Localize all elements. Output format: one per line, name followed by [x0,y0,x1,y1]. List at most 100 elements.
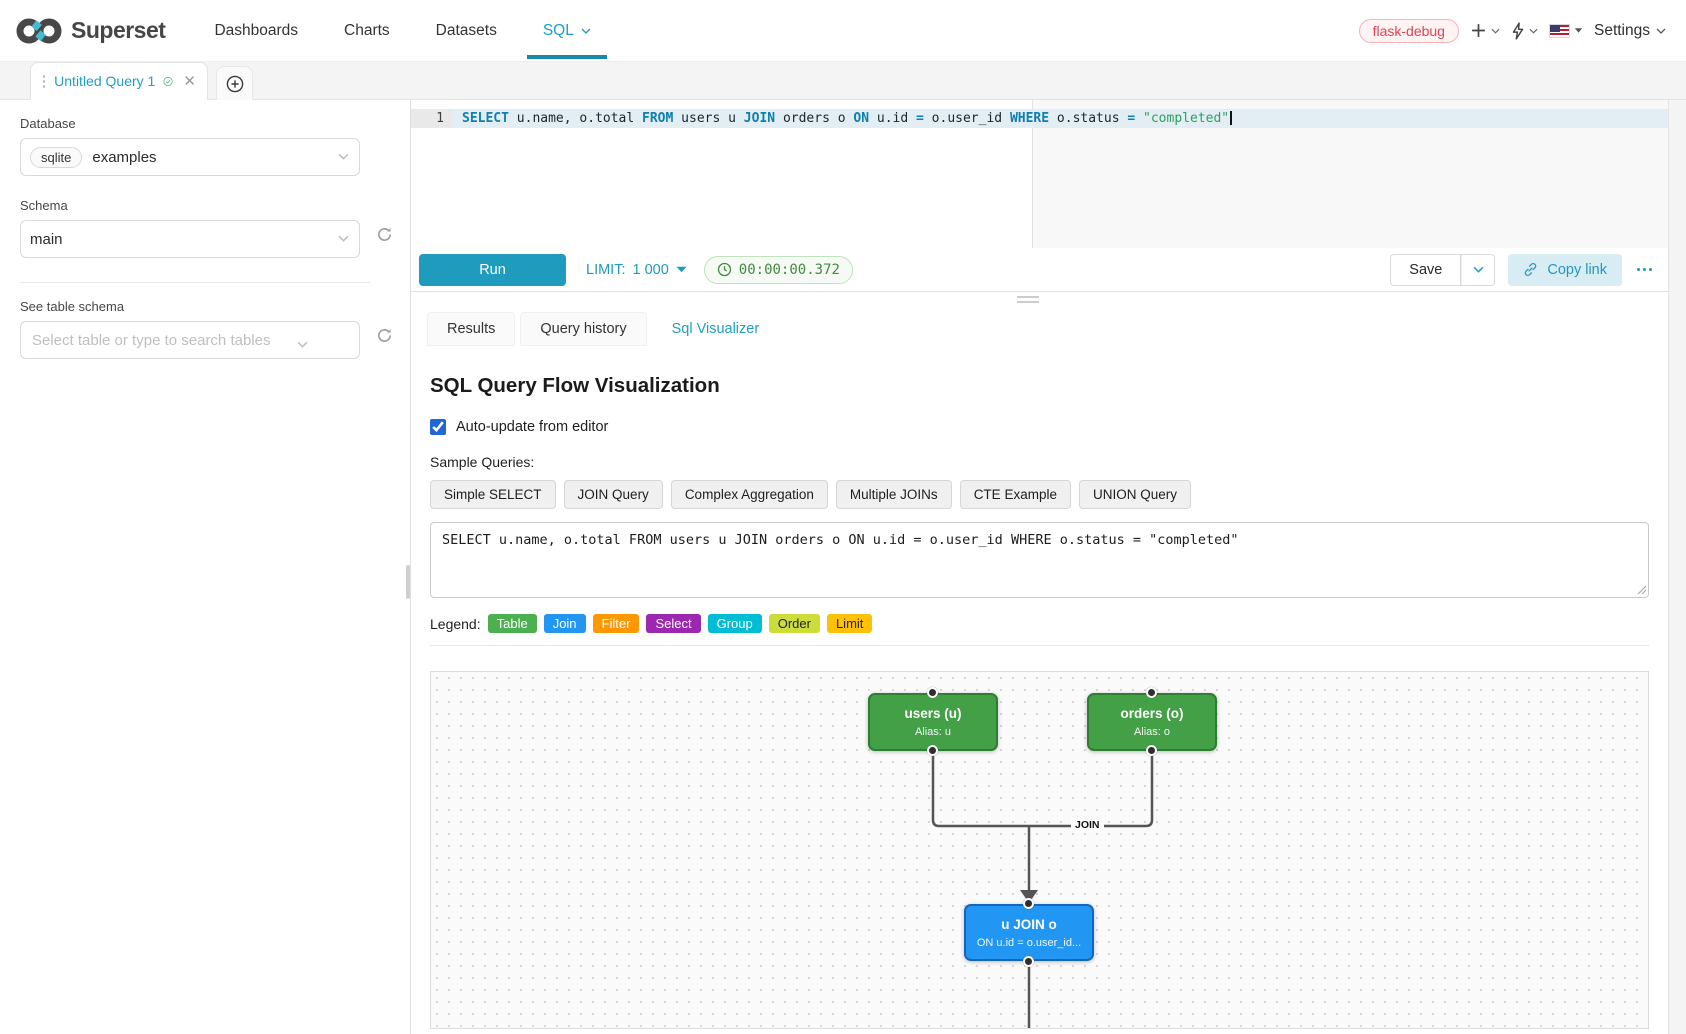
sql-lab-shortcut-button[interactable] [1511,21,1538,40]
tab-results[interactable]: Results [427,312,516,346]
sql-code-line: SELECT u.name, o.total FROM users u JOIN… [462,111,1233,127]
sample-multiple-joins-button[interactable]: Multiple JOINs [835,480,952,509]
connection-port[interactable] [1023,898,1034,909]
sample-join-query-button[interactable]: JOIN Query [563,480,663,509]
tab-query-history[interactable]: Query history [520,312,647,346]
table-search-input[interactable] [20,321,360,359]
schema-field: Schema main [20,198,393,258]
editor-active-line [452,109,1668,128]
run-button[interactable]: Run [419,253,566,286]
link-icon [1525,263,1537,276]
copy-link-button[interactable]: Copy link [1508,253,1622,286]
query-tab-active[interactable]: Untitled Query 1 ✕ [30,62,208,100]
auto-update-checkbox[interactable] [430,419,446,435]
sidebar-splitter-handle[interactable] [406,565,410,599]
close-tab-icon[interactable]: ✕ [183,73,196,90]
legend-chip-join: Join [543,614,586,633]
resize-handle-icon[interactable] [1637,585,1647,595]
gutter-active-line [411,109,452,128]
print-margin-line [1032,100,1033,248]
node-title: orders (o) [1120,706,1184,721]
sql-token: JOIN [743,111,783,126]
sql-token: o.user_id [931,111,1010,126]
auto-update-label: Auto-update from editor [456,419,609,435]
lightning-bolt-icon [1512,21,1524,40]
legend-chip-table: Table [487,614,537,633]
page-scrollbar-gutter[interactable] [1668,62,1686,1034]
limit-dropdown[interactable]: LIMIT: 1 000 [586,262,687,278]
flow-node-users[interactable]: users (u) Alias: u [868,693,998,751]
chevron-down-icon [581,28,591,34]
connection-port[interactable] [1146,687,1157,698]
circle-plus-icon [226,75,243,92]
results-pane-resize-handle[interactable] [1017,296,1039,306]
flow-diagram-canvas[interactable]: JOIN users (u) Alias: u orders (o) Alias… [430,671,1649,1029]
connection-port[interactable] [1023,956,1034,967]
save-button[interactable]: Save [1390,253,1462,286]
save-options-button[interactable] [1461,253,1496,286]
query-timer-badge: 00:00:00.372 [703,255,853,284]
clock-icon [717,262,731,277]
flow-node-orders[interactable]: orders (o) Alias: o [1087,693,1217,751]
sql-token: u.name, o.total [516,111,643,126]
database-field: Database sqlite examples [20,116,390,176]
editor-toolbar: Run LIMIT: 1 000 00:00:00.372 Save [411,248,1668,292]
database-type-badge: sqlite [30,146,83,168]
sample-complex-aggregation-button[interactable]: Complex Aggregation [670,480,828,509]
nav-item-charts[interactable]: Charts [344,21,390,39]
nav-item-dashboards[interactable]: Dashboards [214,21,299,39]
more-actions-button[interactable] [1635,264,1654,275]
chevron-down-icon [338,235,349,242]
refresh-icon [378,329,391,342]
flow-node-join[interactable]: u JOIN o ON u.id = o.user_id... [964,904,1094,961]
tab-sql-visualizer[interactable]: Sql Visualizer [651,312,780,346]
arrowhead-icon [1020,890,1038,903]
connection-port[interactable] [927,745,938,756]
database-select[interactable]: sqlite examples [20,138,360,176]
check-circle-icon [163,76,174,86]
table-schema-field: See table schema [20,299,393,359]
language-picker[interactable] [1548,23,1583,38]
sql-code-editor[interactable]: 1 SELECT u.name, o.total FROM users u JO… [411,100,1668,248]
sqllab-main: 1 SELECT u.name, o.total FROM users u JO… [411,100,1668,1034]
drag-handle-icon[interactable] [42,74,47,88]
new-item-button[interactable] [1470,22,1500,39]
query-timer-value: 00:00:00.372 [738,261,840,278]
new-query-tab-button[interactable] [216,66,253,100]
chevron-down-icon [1656,28,1666,34]
sidebar-splitter[interactable] [410,100,411,1034]
legend-row: Legend: Table Join Filter Select Group O… [430,614,1649,633]
legend-chip-filter: Filter [592,614,640,633]
schema-label: Schema [20,198,68,213]
connection-port[interactable] [1146,745,1157,756]
nav-item-datasets[interactable]: Datasets [435,21,497,39]
refresh-tables-button[interactable] [376,327,393,349]
line-number: 1 [436,111,444,126]
schema-select[interactable]: main [20,220,360,258]
nav-item-sql[interactable]: SQL [520,0,614,61]
us-flag-icon [1548,23,1570,38]
caret-down-icon [1574,27,1583,33]
text-cursor [1230,111,1233,125]
legend-label: Legend: [430,615,481,632]
navbar-right: flask-debug Settings [1358,18,1686,43]
visualizer-title: SQL Query Flow Visualization [430,374,720,397]
refresh-schemas-button[interactable] [376,226,393,248]
sample-union-query-button[interactable]: UNION Query [1078,480,1191,509]
sidebar-divider [20,282,370,283]
chevron-down-icon [297,341,308,348]
database-select-value: examples [92,148,157,166]
limit-value: 1 000 [632,261,669,278]
sample-cte-example-button[interactable]: CTE Example [959,480,1071,509]
caret-down-icon [676,266,687,273]
table-schema-label: See table schema [20,299,125,314]
sql-token: o.status [1056,111,1128,126]
superset-logo[interactable]: Superset [0,17,166,45]
query-textarea[interactable]: SELECT u.name, o.total FROM users u JOIN… [430,522,1649,598]
settings-menu[interactable]: Settings [1594,22,1666,40]
sample-simple-select-button[interactable]: Simple SELECT [430,480,556,509]
sql-token: = [916,111,932,126]
connection-port[interactable] [927,687,938,698]
sql-token: SELECT [462,111,517,126]
database-label: Database [20,116,76,131]
